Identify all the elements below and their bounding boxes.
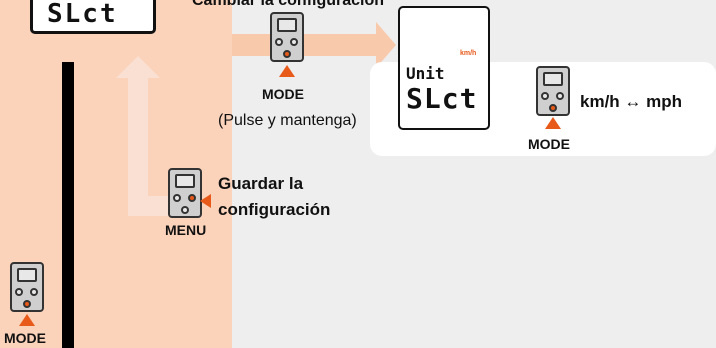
unit-lcd-display: km/h Unit SLct: [398, 6, 490, 130]
top-lcd-text: SLct: [47, 0, 118, 29]
panel-mode-device-icon: [536, 66, 570, 116]
save-line2: configuración: [218, 200, 331, 219]
menu-label: MENU: [165, 222, 207, 238]
up-arrow-shaft: [128, 76, 148, 216]
up-arrow-foot: [128, 196, 168, 216]
lcd-line1: Unit: [406, 64, 445, 83]
right-arrow-head: [376, 22, 396, 68]
button-press-arrow-icon: [19, 314, 35, 326]
vertical-bar: [62, 62, 74, 348]
button-press-arrow-icon: [545, 117, 561, 129]
mode-device-icon: [270, 12, 304, 62]
unit-toggle-text: km/h ↔ mph: [580, 92, 683, 111]
button-press-arrow-icon: [200, 194, 211, 208]
bottom-mode-label: MODE: [4, 330, 46, 346]
menu-device-icon: [168, 168, 202, 218]
top-lcd-display: SLct: [30, 0, 156, 34]
button-press-arrow-icon: [279, 65, 295, 77]
lcd-unit: km/h: [460, 50, 477, 57]
top-label: Cambiar la configuración: [192, 0, 385, 9]
lcd-line2: SLct: [406, 82, 478, 115]
bottom-mode-device-icon: [10, 262, 44, 312]
save-line1: Guardar la: [218, 174, 304, 193]
up-arrow-head: [116, 56, 160, 78]
panel-mode-label: MODE: [528, 136, 570, 152]
press-hold-instruction: (Pulse y mantenga): [218, 112, 357, 129]
mode-label: MODE: [262, 86, 304, 102]
right-arrow-shaft: [232, 34, 382, 56]
